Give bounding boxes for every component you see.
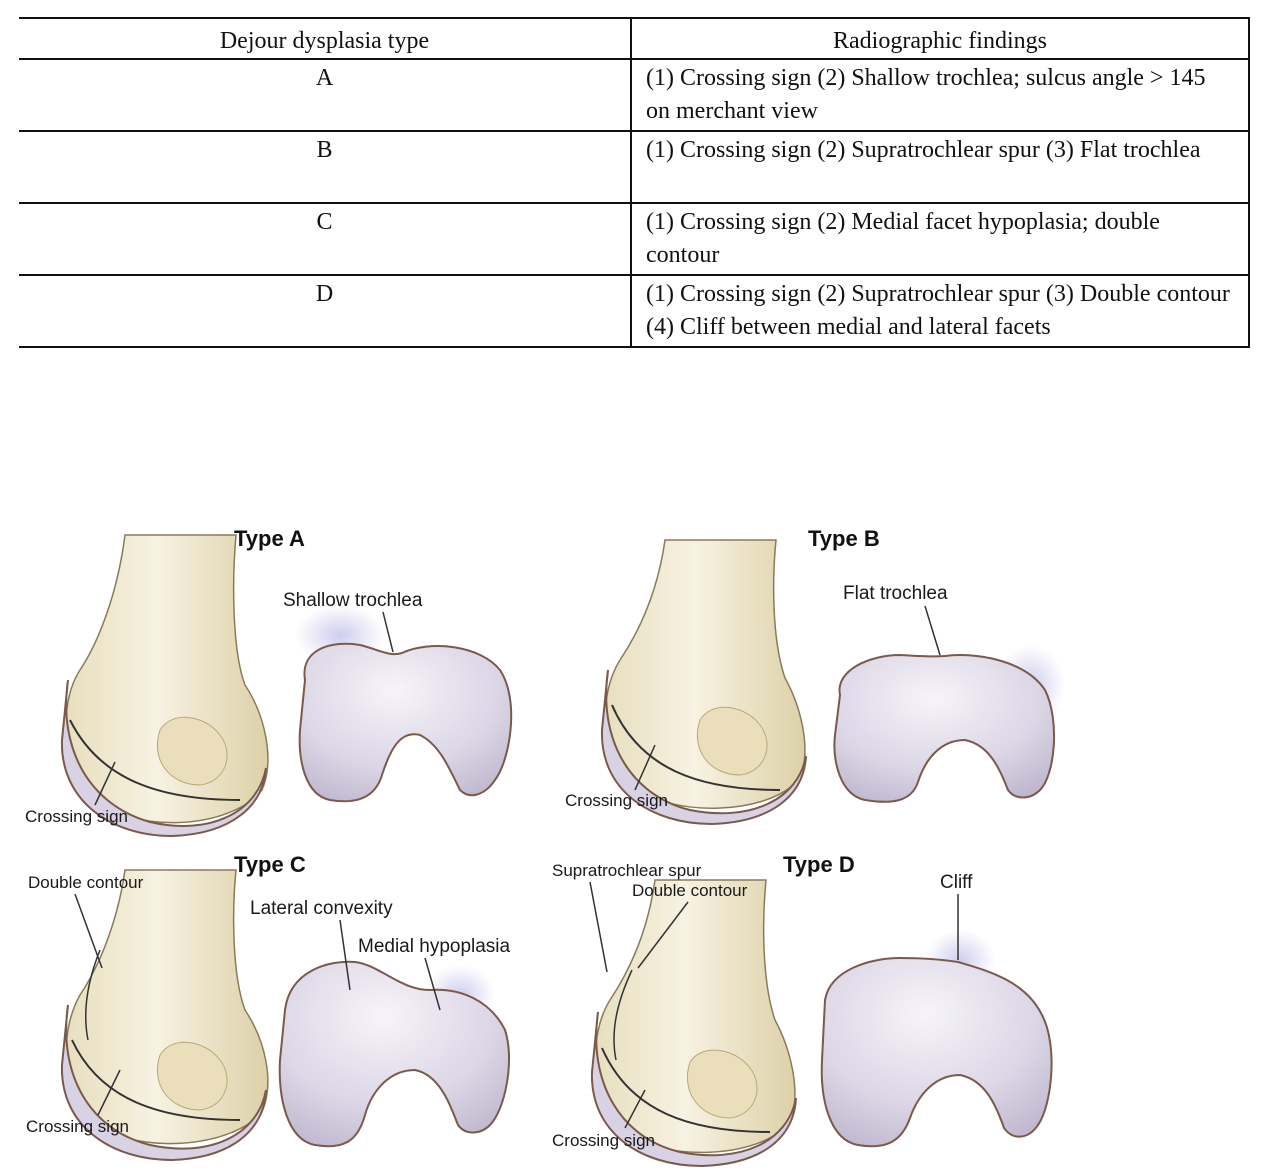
table-row: D (1) Crossing sign (2) Supratrochlear s… [19,274,1250,348]
leader-line [424,957,441,1011]
cell-findings: (1) Crossing sign (2) Supratrochlear spu… [630,130,1250,204]
cell-findings: (1) Crossing sign (2) Supratrochlear spu… [630,274,1250,348]
leader-line [924,605,941,656]
femur-lateral-view [60,534,269,838]
table-row: A (1) Crossing sign (2) Shallow trochlea… [19,58,1250,132]
panel-title: Type A [234,526,305,551]
cell-type: B [19,130,632,204]
dysplasia-table: Dejour dysplasia type Radiographic findi… [19,17,1250,348]
leader-line [382,611,394,653]
label-crossing-sign: Crossing sign [25,807,128,826]
label-medial-hypoplasia: Medial hypoplasia [358,936,511,957]
leader-line [624,1089,646,1129]
panel-type-d: Type D Supratrochlear spur Double contou… [552,852,1053,1168]
femur-lateral-view [60,869,269,1162]
cell-findings: (1) Crossing sign (2) Shallow trochlea; … [630,58,1250,132]
cell-findings: (1) Crossing sign (2) Medial facet hypop… [630,202,1250,276]
label-double-contour: Double contour [632,881,748,900]
table-row: B (1) Crossing sign (2) Supratrochlear s… [19,130,1250,204]
panel-type-b: Type B Flat trochlea Crossing sign [565,526,1065,826]
panel-title: Type B [808,526,880,551]
trochlea-axial-view [278,960,511,1148]
trochlea-axial-view [833,645,1065,803]
panel-title: Type D [783,852,855,877]
leader-line [97,1069,121,1116]
column-header-findings: Radiographic findings [630,17,1250,60]
femur-lateral-view [590,879,797,1168]
leader-line [634,744,656,791]
panel-type-a: Type A Shallow trochlea Crossing sign [25,526,513,838]
label-flat-trochlea: Flat trochlea [843,583,948,604]
label-cliff: Cliff [940,872,973,893]
table-header-row: Dejour dysplasia type Radiographic findi… [19,17,1250,60]
trochlea-axial-view [820,930,1053,1148]
label-lateral-convexity: Lateral convexity [250,898,393,919]
label-supratrochlear-spur: Supratrochlear spur [552,861,702,880]
label-double-contour: Double contour [28,873,144,892]
trochlea-axial-view [295,605,513,803]
table-row: C (1) Crossing sign (2) Medial facet hyp… [19,202,1250,276]
cell-type: D [19,274,632,348]
leader-line [339,919,351,991]
cell-type: C [19,202,632,276]
column-header-type: Dejour dysplasia type [19,17,632,60]
leader-line [74,893,103,969]
femur-lateral-view [600,539,807,826]
label-crossing-sign: Crossing sign [552,1131,655,1150]
dysplasia-illustration: Type A Shallow trochlea Crossing sign Ty… [25,526,1065,1168]
cell-type: A [19,58,632,132]
leader-line [637,901,689,969]
leader-line [94,761,116,806]
leader-line [589,881,608,973]
label-crossing-sign: Crossing sign [565,791,668,810]
panel-title: Type C [234,852,306,877]
panel-type-c: Type C Double contour Lateral convexity … [26,852,511,1162]
label-crossing-sign: Crossing sign [26,1117,129,1136]
label-shallow-trochlea: Shallow trochlea [283,590,423,611]
